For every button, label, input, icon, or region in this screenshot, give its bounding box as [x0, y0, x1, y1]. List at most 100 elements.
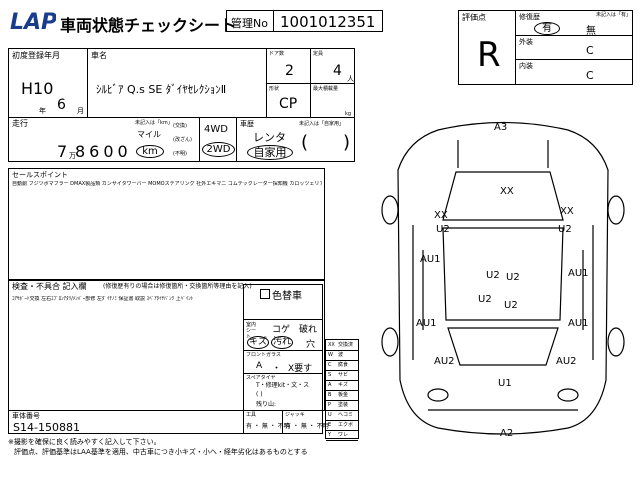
mark-au1-left-front: AU1 [420, 254, 441, 265]
inspection-text: ｺｱｻﾎﾟｰﾄ交換 左右ｴﾌﾟﾛﾝｱﾀﾘ/ﾒﾝﾊﾞｰ部修 左ﾀﾞｲﾁﾉﾐ 保証書… [12, 296, 194, 302]
legend-text: 腐食 [338, 362, 349, 368]
reg-date-label: 初度登録年月 [12, 51, 60, 60]
car-outline [381, 121, 625, 435]
load-unit: kg [345, 111, 352, 117]
legend-text: 塗装 [338, 402, 349, 408]
mgmt-label: 管理No [231, 17, 268, 30]
exterior-box: 外装 C [515, 35, 633, 60]
load-box: 最大積載量 kg [310, 83, 355, 118]
mark-u2-roof-2: U2 [506, 272, 520, 283]
unit-km-option[interactable]: km [136, 145, 164, 158]
jack-value[interactable]: 有 ・ 無 ・ 不明 [285, 423, 329, 430]
use-rental-option[interactable]: レンタ [253, 131, 286, 144]
mark-u2-roof-1: U2 [486, 270, 500, 281]
mark-xx-right: XX [560, 206, 574, 217]
capacity-box: 定員 4 人 [310, 48, 355, 84]
year-unit: 年 [39, 107, 46, 115]
jack-box: 工具 ジャッキ 有 ・ 無 ・ 不明 [282, 410, 329, 434]
seat-ana[interactable]: 穴 [306, 340, 316, 350]
damage-marks: A3 XX XX XX U2 U2 AU1 AU1 U2 U2 U2 U2 AU… [416, 122, 589, 439]
mark-u2-right: U2 [558, 224, 572, 235]
drive-box: 4WD 2WD [199, 117, 237, 162]
chassis-label: 車体番号 [12, 412, 40, 420]
rating-box: 評価点 R [458, 10, 516, 85]
drive-2wd-option[interactable]: 2WD [202, 142, 235, 157]
mark-u2-roof-4: U2 [504, 300, 518, 311]
tools-label: 工具 [246, 412, 257, 418]
front-glass-x[interactable]: X要す [288, 364, 313, 374]
shape-label: 形状 [269, 86, 280, 92]
repair-box: 修復歴 未記入は「有」 有 無 [515, 10, 633, 37]
shape-box: 形状 CP [266, 83, 311, 118]
month-unit: 月 [77, 107, 84, 115]
repair-yes-option[interactable]: 有 [534, 22, 560, 35]
car-diagram: A3 XX XX XX U2 U2 AU1 AU1 U2 U2 U2 U2 AU… [381, 121, 625, 439]
spare-label: スペアタイヤ [246, 375, 276, 381]
legend-code: C [328, 362, 332, 368]
doors-value: 2 [285, 63, 294, 79]
use-private-option[interactable]: 自家用 [247, 145, 293, 160]
sales-label: セールスポイント [12, 171, 68, 179]
seat-kizu[interactable]: キズ [247, 336, 269, 349]
reg-month: 6 [57, 97, 66, 113]
mgmt-number: 1001012351 [280, 13, 376, 31]
page-title: 車両状態チェックシート [60, 16, 237, 35]
seat-yabure[interactable]: 破れ [299, 325, 318, 335]
spare-remain: 残り山: [256, 401, 277, 408]
seat-koge[interactable]: コゲ [272, 325, 291, 335]
interior-label: 内装 [519, 62, 533, 70]
legend-code: B [328, 392, 332, 398]
legend-text: ヘコミ [338, 412, 354, 418]
shape-value: CP [279, 96, 298, 112]
mileage-box: 走行 7 万 8600 未記入は「km」 マイル km (交換) (改ざん) (… [8, 117, 200, 162]
legend-text: サビ [338, 372, 349, 378]
lap-logo-icon: LAP [10, 10, 57, 35]
rating-value: R [477, 35, 501, 75]
front-glass-a[interactable]: A [256, 361, 263, 371]
mark-au1-right-rear: AU1 [568, 318, 589, 329]
interior-value: C [586, 69, 594, 82]
spare-paren: ( ) [256, 391, 263, 398]
doors-box: ドア数 2 [266, 48, 311, 84]
footer-line-2: 評価点、評価基準はLAA基準を適用、中古車につき小キズ・小へ・経年劣化はあるもの… [14, 448, 308, 456]
repair-no-option[interactable]: 無 [586, 26, 596, 37]
recolor-box: 色替車 [243, 284, 323, 320]
use-note: 未記入は「自家用」 [299, 121, 345, 127]
mileage-man: 7 [57, 142, 68, 161]
meter-unknown: (不明) [173, 151, 187, 157]
seat-yogore[interactable]: 汚れ [271, 336, 293, 349]
exterior-value: C [586, 44, 594, 57]
use-box: 車歴 未記入は「自家用」 レンタ 自家用 ( ) [236, 117, 355, 162]
exterior-label: 外装 [519, 38, 533, 46]
recolor-checkbox[interactable] [260, 289, 270, 299]
use-private-text: 自家用 [253, 146, 287, 159]
meter-tamper: (改ざん) [173, 137, 192, 143]
mark-au2-right: AU2 [556, 356, 577, 367]
mark-xx-front: XX [500, 186, 514, 197]
tools-value[interactable]: 有 ・ 無 ・ 不明 [246, 423, 290, 430]
logo: LAP [8, 8, 57, 35]
mark-au1-left-rear: AU1 [416, 318, 437, 329]
drive-4wd-option[interactable]: 4WD [204, 124, 228, 135]
inspection-note: (修復歴有りの場合は修復箇所・交換箇所等理由を記入) [103, 283, 252, 290]
rating-label: 評価点 [462, 13, 486, 22]
capacity-unit: 人 [347, 75, 354, 83]
mark-a2: A2 [500, 428, 513, 439]
legend-code: Y [328, 432, 332, 438]
mark-au1-right-front: AU1 [568, 268, 589, 279]
front-glass-label: フロントガラス [246, 352, 281, 358]
capacity-label: 定員 [313, 51, 324, 57]
spare-options[interactable]: T・修理kit・文・ス [256, 382, 310, 389]
chassis-value: S14-150881 [13, 421, 80, 434]
mileage-label: 走行 [12, 119, 28, 128]
repair-label: 修復歴 [519, 13, 540, 21]
seat-kizu-text: キズ [248, 337, 267, 347]
load-label: 最大積載量 [313, 86, 339, 92]
spare-box: スペアタイヤ T・修理kit・文・ス ( ) 残り山: [243, 373, 323, 411]
unit-mile-option[interactable]: マイル [137, 130, 161, 139]
